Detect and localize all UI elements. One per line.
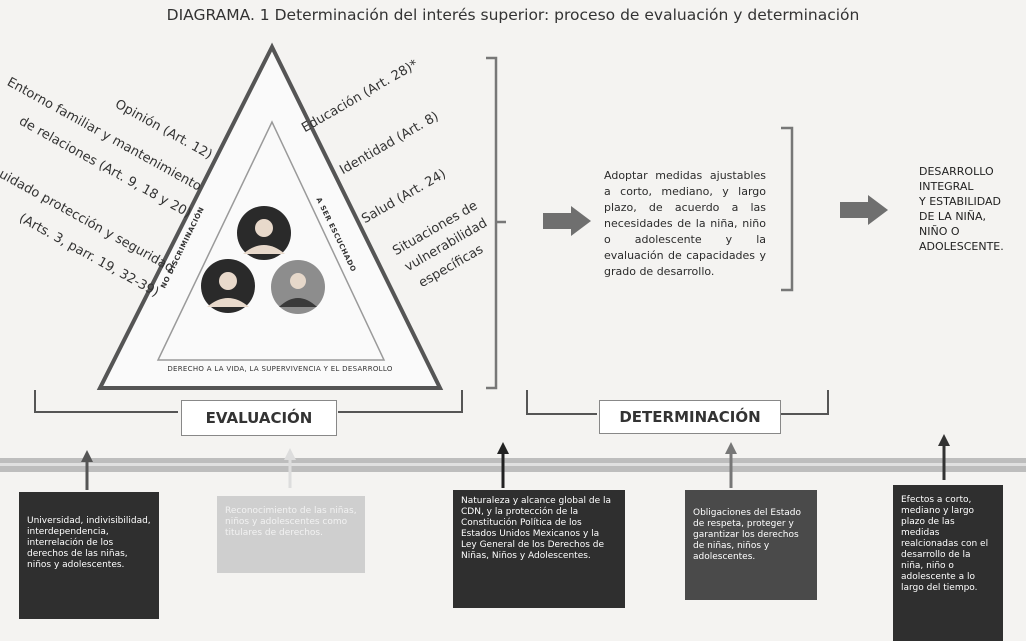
bottom-box-4: Obligaciones del Estado de respeta, prot… xyxy=(685,490,817,600)
arrow-up-icon-5 xyxy=(938,434,950,480)
diagram-title: DIAGRAMA. 1 Determinación del interés su… xyxy=(166,6,860,24)
outcome-line: DESARROLLO xyxy=(919,165,994,178)
phase-evaluacion: EVALUACIÓN xyxy=(181,400,337,436)
outcome-line: DE LA NIÑA, xyxy=(919,210,987,223)
bracket-measures xyxy=(781,126,794,292)
arrow-up-icon-1 xyxy=(81,450,93,490)
outcome-line: ADOLESCENTE. xyxy=(919,240,1004,253)
determinacion-bracket xyxy=(526,390,829,415)
evaluacion-bracket xyxy=(34,390,463,413)
person-icon-left xyxy=(201,259,255,313)
bottom-box-5: Efectos a corto, mediano y largo plazo d… xyxy=(893,485,1003,641)
arrow-up-icon-3 xyxy=(497,442,509,488)
arrow-up-icon-4 xyxy=(725,442,737,488)
outcome-line: INTEGRAL xyxy=(919,180,974,193)
phase-determinacion: DETERMINACIÓN xyxy=(599,400,781,434)
arrow-right-icon-1 xyxy=(543,206,591,236)
arrow-right-icon-2 xyxy=(840,195,888,225)
bottom-box-3: Naturaleza y alcance global de la CDN, y… xyxy=(453,490,625,608)
bottom-box-2: Reconocimiento de las niñas, niños y ado… xyxy=(217,496,365,573)
outcome-line: Y ESTABILIDAD xyxy=(919,195,1001,208)
person-icon-top xyxy=(237,206,291,260)
measures-text: Adoptar medidas ajustables a corto, medi… xyxy=(604,169,766,278)
inner-triangle xyxy=(156,120,386,361)
arrow-up-icon-2 xyxy=(284,448,296,488)
bottom-box-1: Universidad, indivisibilidad, interdepen… xyxy=(19,492,159,619)
bracket-left-group xyxy=(486,56,498,390)
outcome-line: NIÑO O xyxy=(919,225,960,238)
triangle-label-derecho-vida: DERECHO A LA VIDA, LA SUPERVIVENCIA Y EL… xyxy=(167,365,393,373)
outcome-text: DESARROLLO INTEGRAL Y ESTABILIDAD DE LA … xyxy=(919,164,1026,254)
person-icon-right xyxy=(271,260,325,314)
